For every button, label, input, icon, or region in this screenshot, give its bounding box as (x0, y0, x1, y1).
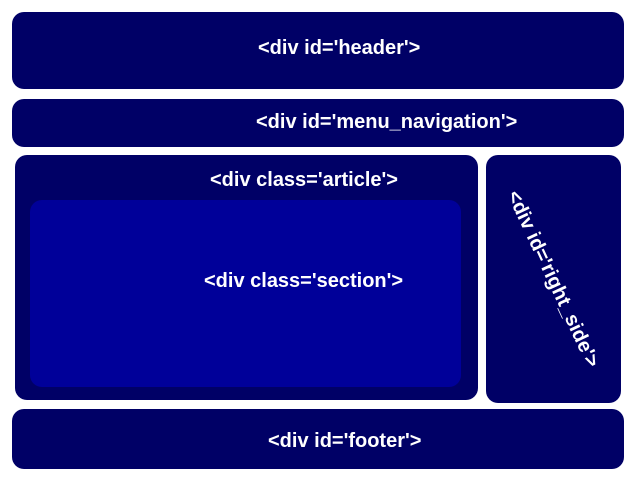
footer-label: <div id='footer'> (268, 430, 422, 452)
menu-navigation-label: <div id='menu_navigation'> (256, 111, 518, 133)
header-box: <div id='header'> (12, 12, 624, 89)
header-label: <div id='header'> (258, 37, 421, 59)
menu-navigation-box: <div id='menu_navigation'> (12, 99, 624, 147)
section-box: <div class='section'> (30, 200, 461, 387)
article-box: <div class='article'> <div class='sectio… (15, 155, 478, 400)
right-side-label: <div id='right_side'> (502, 187, 604, 371)
section-label: <div class='section'> (204, 270, 404, 292)
footer-box: <div id='footer'> (12, 409, 624, 469)
right-side-box: <div id='right_side'> (486, 155, 621, 403)
article-label: <div class='article'> (210, 169, 398, 191)
